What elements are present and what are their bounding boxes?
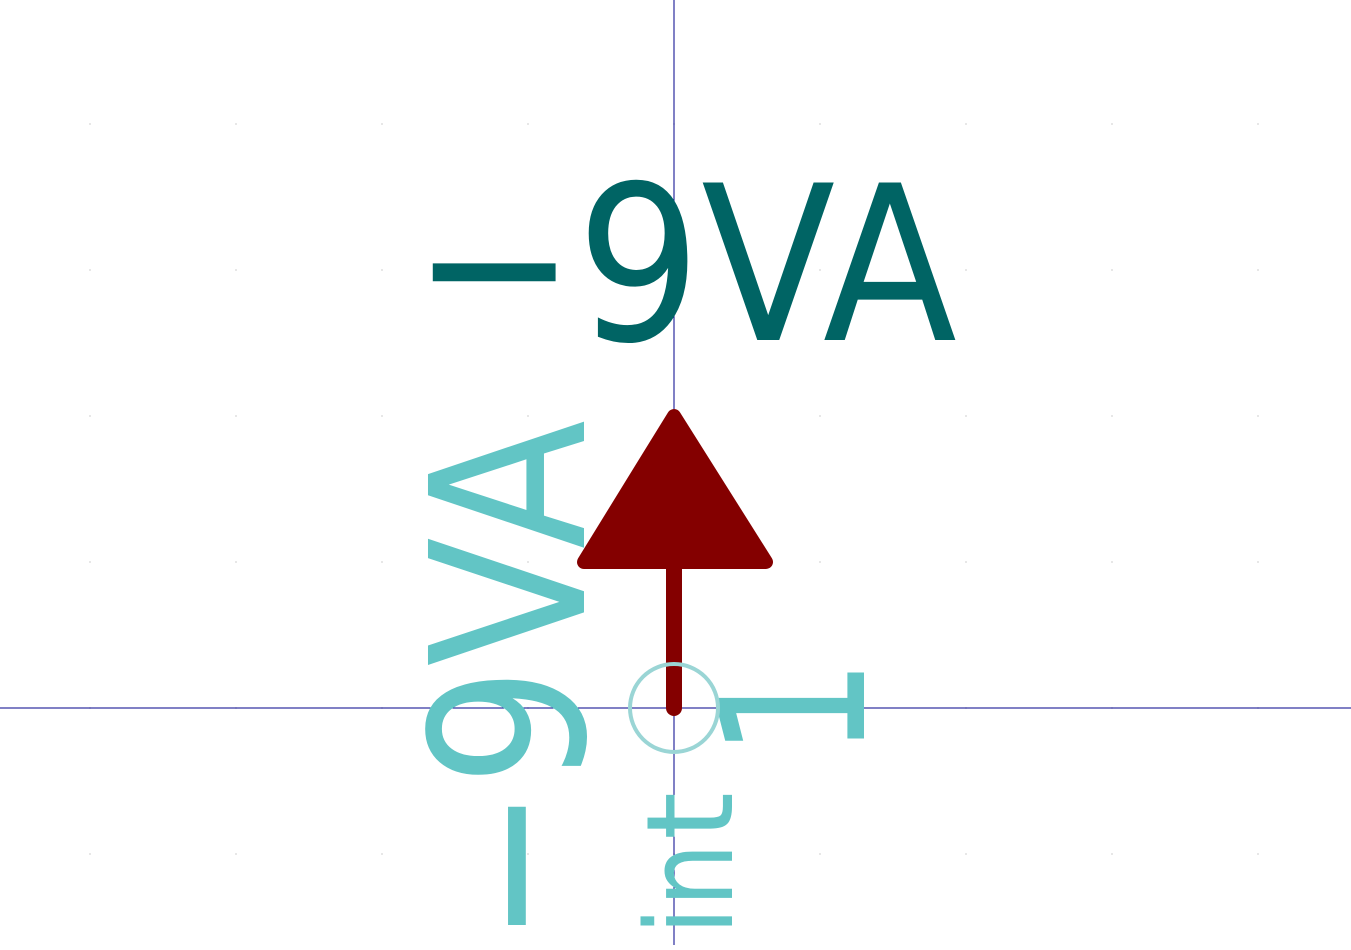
grid-dot xyxy=(819,123,821,125)
pin-type-prefix-label: t xyxy=(622,792,761,840)
grid-dot xyxy=(381,269,383,271)
grid-dot xyxy=(965,269,967,271)
grid-dot xyxy=(1111,561,1113,563)
grid-dot xyxy=(381,561,383,563)
grid-dot xyxy=(381,415,383,417)
grid-dot xyxy=(965,415,967,417)
grid-dot xyxy=(235,269,237,271)
grid-dot xyxy=(1257,853,1259,855)
grid-dot xyxy=(527,561,529,563)
grid-dot xyxy=(89,853,91,855)
grid-dot xyxy=(235,853,237,855)
grid-dot xyxy=(89,123,91,125)
grid-dot xyxy=(819,269,821,271)
grid-dot xyxy=(235,123,237,125)
value-label[interactable]: −9VA xyxy=(412,140,957,391)
grid-dot xyxy=(381,853,383,855)
grid-dot xyxy=(965,561,967,563)
grid-dot xyxy=(1257,415,1259,417)
grid-dot xyxy=(381,123,383,125)
grid-dot xyxy=(235,561,237,563)
grid-dot xyxy=(89,269,91,271)
grid-dot xyxy=(965,853,967,855)
grid-dot xyxy=(1257,123,1259,125)
grid-dot xyxy=(819,415,821,417)
grid-dot xyxy=(1111,269,1113,271)
grid-dot xyxy=(819,853,821,855)
grid-dot xyxy=(1111,123,1113,125)
grid-dot xyxy=(1111,853,1113,855)
grid-dot xyxy=(89,415,91,417)
grid-dot xyxy=(527,269,529,271)
pin-number-label: 1 xyxy=(679,658,912,758)
pin-endpoint-circle[interactable] xyxy=(628,662,720,754)
pin-type-label: in xyxy=(622,843,761,935)
grid-dot xyxy=(527,123,529,125)
grid-dot xyxy=(527,415,529,417)
grid-dot xyxy=(965,123,967,125)
grid-dot xyxy=(819,561,821,563)
grid-dot xyxy=(235,415,237,417)
grid-dot xyxy=(89,561,91,563)
pin-name-label: −9VA xyxy=(386,420,635,945)
grid-dot xyxy=(1111,415,1113,417)
grid-dot xyxy=(527,853,529,855)
grid-dot xyxy=(1257,269,1259,271)
grid-dot xyxy=(1257,561,1259,563)
